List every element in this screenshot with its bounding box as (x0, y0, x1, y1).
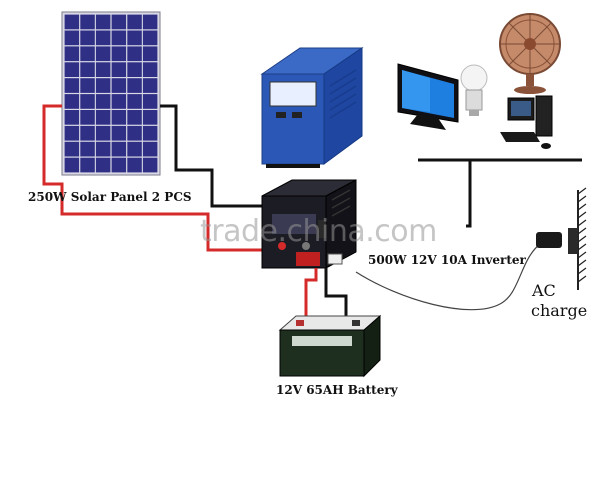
solar-cell (111, 46, 127, 62)
solar-cell (127, 46, 142, 62)
solar-cell (80, 94, 95, 109)
solar-cell (142, 46, 158, 62)
solar-cell (95, 30, 111, 46)
solar-cell (127, 94, 142, 109)
ac-label: AC (532, 281, 556, 300)
solar-cell (64, 78, 80, 93)
battery-positive-wire (304, 268, 318, 318)
solar-cell (80, 62, 95, 77)
wall-hatch-line (577, 211, 587, 219)
wall-hatch-line (577, 235, 587, 243)
charge-controller-icon (260, 47, 364, 168)
solar-cell (64, 157, 80, 173)
desktop-computer-icon (500, 95, 553, 149)
solar-cell (95, 141, 111, 157)
solar-cell (127, 30, 142, 46)
led-bulb-icon (460, 64, 488, 116)
solar-cell (142, 125, 158, 141)
solar-cell (142, 78, 158, 93)
solar-cell (142, 157, 158, 173)
solar-cell (80, 30, 95, 46)
monitor-icon (397, 63, 459, 130)
solar-panel-label: 250W Solar Panel 2 PCS (28, 190, 192, 204)
panel-negative-wire (160, 104, 262, 208)
solar-cell (80, 110, 95, 125)
solar-cell (127, 157, 142, 173)
solar-cell (80, 46, 95, 62)
wall-hatch-line (577, 267, 587, 275)
solar-cell (111, 78, 127, 93)
solar-cell (80, 157, 95, 173)
wall-hatch-line (577, 227, 587, 235)
wall-hatch-line (577, 187, 587, 195)
plug-icon (536, 232, 562, 248)
ac-charge-cable (355, 243, 541, 311)
solar-cell (64, 46, 80, 62)
solar-cell (142, 62, 158, 77)
solar-cell (64, 30, 80, 46)
solar-cell (95, 94, 111, 109)
wall-hatch-line (577, 259, 587, 267)
solar-cell (64, 14, 80, 30)
solar-cell (64, 94, 80, 109)
wall-socket-icon (568, 187, 587, 290)
solar-cell (80, 78, 95, 93)
watermark: trade.china.com (200, 214, 437, 249)
solar-cell (111, 141, 127, 157)
solar-cell (142, 141, 158, 157)
ac-output-wire (466, 160, 472, 228)
solar-cell (95, 110, 111, 125)
solar-cell (111, 125, 127, 141)
charge-label: charge (531, 301, 588, 320)
fan-icon (499, 13, 561, 94)
solar-cell (127, 78, 142, 93)
wall-hatch-line (577, 275, 587, 283)
solar-cell (64, 62, 80, 77)
solar-cell (111, 94, 127, 109)
solar-cell (95, 46, 111, 62)
solar-cell (95, 125, 111, 141)
solar-cell (142, 110, 158, 125)
inverter-label: 500W 12V 10A Inverter (368, 253, 526, 267)
solar-cell (80, 141, 95, 157)
solar-cell (80, 125, 95, 141)
solar-cell (127, 110, 142, 125)
solar-cell (95, 62, 111, 77)
battery-negative-wire (324, 268, 348, 318)
solar-cell (95, 14, 111, 30)
solar-cell (142, 14, 158, 30)
solar-cell (142, 30, 158, 46)
battery-icon (278, 314, 382, 378)
inverter-icon (261, 179, 357, 269)
solar-cell (127, 14, 142, 30)
solar-cell (111, 110, 127, 125)
solar-cell (64, 125, 80, 141)
solar-cell (95, 157, 111, 173)
solar-cell (64, 110, 80, 125)
wall-hatch-line (577, 251, 587, 259)
solar-cell (95, 78, 111, 93)
solar-cell (80, 14, 95, 30)
solar-cell (111, 30, 127, 46)
solar-cell (111, 14, 127, 30)
wall-hatch-line (577, 203, 587, 211)
solar-cell (111, 157, 127, 173)
solar-panel-icon (61, 11, 161, 176)
solar-cell (111, 62, 127, 77)
wall-hatch-line (577, 195, 587, 203)
battery-label: 12V 65AH Battery (276, 383, 398, 397)
wall-hatch-line (577, 243, 587, 251)
solar-cell (127, 62, 142, 77)
solar-cell (127, 141, 142, 157)
wall-hatch-line (577, 219, 587, 227)
solar-cell (127, 125, 142, 141)
solar-cell (142, 94, 158, 109)
solar-cell (64, 141, 80, 157)
